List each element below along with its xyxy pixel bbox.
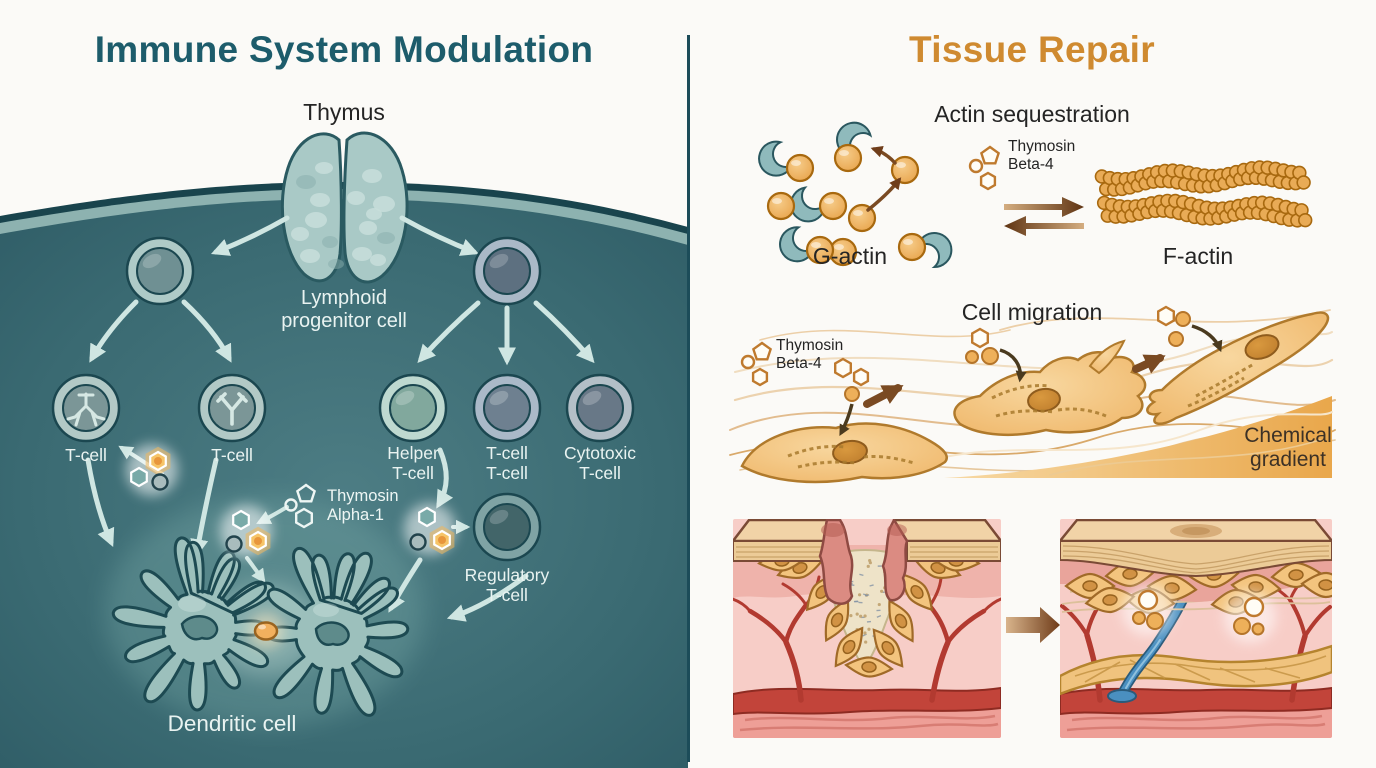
- dendritic-cell-label: Dendritic cell: [167, 711, 297, 736]
- actin-sequestration-heading: Actin sequestration: [934, 101, 1130, 127]
- t-cell-1-label: T-cell: [65, 445, 107, 465]
- immune-illustration: [0, 131, 688, 768]
- progenitor-label: Lymphoid progenitor cell: [281, 287, 407, 332]
- fibroblast-cell: [1300, 571, 1332, 599]
- thymus-label: Thymus: [303, 99, 385, 125]
- f-actin-filaments: [1094, 160, 1313, 228]
- healed-epidermis: [1060, 519, 1332, 578]
- molecule-cluster: [220, 505, 272, 557]
- molecule-cluster: [404, 503, 456, 555]
- thymus-illustration: [280, 131, 409, 284]
- regulatory-t-cell: [472, 492, 542, 562]
- cell-migration-heading: Cell migration: [961, 299, 1103, 325]
- molecule-cluster: [740, 341, 773, 387]
- regulatory-t-cell-label: Regulatory T-cell: [464, 565, 550, 605]
- lymphoid-progenitor-cell-left: [125, 236, 195, 306]
- thymosin-beta4-label-1: Thymosin Beta-4: [1008, 138, 1076, 173]
- fibroblast-cell: [900, 572, 934, 612]
- g-actin-monomer: [766, 191, 796, 221]
- thymosin-beta4-label-2: Thymosin Beta-4: [776, 337, 844, 372]
- migrating-cell-2: [953, 339, 1147, 437]
- molecule-cluster: [284, 483, 317, 529]
- t-cell-1: [51, 373, 121, 443]
- cytotoxic-t-cell: [565, 373, 635, 443]
- dendritic-cell-right: [266, 546, 410, 717]
- molecule-cluster: [1122, 584, 1174, 636]
- g-actin-monomer: [818, 191, 848, 221]
- cytotoxic-t-cell-label: Cytotoxic T-cell: [564, 443, 636, 483]
- actin-stipple: [991, 384, 1107, 418]
- muscle-texture: [1066, 714, 1326, 732]
- panel-divider: [687, 35, 690, 762]
- healing-progress-arrow: [1006, 607, 1060, 643]
- g-actin-monomer: [890, 155, 920, 185]
- fibroblast-cell: [834, 626, 864, 668]
- wound-panel-before: [733, 519, 1001, 738]
- muscle-texture: [739, 714, 999, 732]
- fibroblast-cell: [872, 628, 904, 668]
- antigen-molecule: [248, 613, 284, 649]
- uptake-arrows: [839, 324, 1223, 436]
- t-cell-receptor-icon: [66, 392, 106, 427]
- migration-arrows: [863, 354, 1166, 408]
- f-actin-label: F-actin: [1162, 243, 1234, 269]
- actin-stipple: [1187, 362, 1255, 408]
- molecule-cluster: [1156, 305, 1191, 347]
- matrix-fibers-over: [899, 411, 1333, 476]
- molecule-cluster: [968, 145, 1001, 191]
- dendritic-cell-left: [111, 536, 275, 712]
- g-actin-cluster: [758, 121, 953, 268]
- sequestering-protein: [758, 140, 794, 177]
- sequestering-protein: [916, 231, 953, 268]
- g-actin-monomer: [785, 153, 815, 183]
- lymphoid-progenitor-cell-right: [472, 236, 542, 306]
- wound-panel-after: [1060, 519, 1332, 738]
- actin-stipple: [787, 444, 915, 469]
- migrating-cell-1: [740, 422, 948, 484]
- epidermis-left-block: [733, 519, 854, 605]
- thymosin-beta4-molecules: [740, 145, 1276, 643]
- tissue-illustration: [729, 121, 1336, 738]
- immune-panel-title: Immune System Modulation: [94, 29, 594, 70]
- t-cell-2-label: T-cell: [211, 445, 253, 465]
- thymus-lobules: [291, 162, 395, 269]
- t-cell-t-cell-label: T-cell T-cell: [486, 443, 528, 483]
- molecule-cluster: [1224, 591, 1276, 643]
- t-cell-t-cell: [472, 373, 542, 443]
- helper-t-cell-label: Helper T-cell: [387, 443, 439, 483]
- fibroblast-cell: [844, 656, 894, 678]
- fibroblast-cell: [888, 599, 914, 643]
- tissue-panel-title: Tissue Repair: [909, 29, 1155, 70]
- f-actin-bead: [1298, 212, 1313, 228]
- f-actin-bead: [1296, 175, 1311, 190]
- sequestering-protein: [779, 226, 816, 263]
- thymosin-alpha1-label: Thymosin Alpha-1: [327, 487, 399, 524]
- chemical-gradient-label: Chemical gradient: [1244, 424, 1332, 471]
- g-actin-monomer: [833, 143, 863, 173]
- migrating-cell-3: [1146, 311, 1330, 426]
- thymosin-alpha1-molecules: [126, 444, 456, 557]
- molecule-cluster: [965, 327, 999, 365]
- chemical-gradient-wedge: [944, 396, 1332, 478]
- polymerization-arrows: [866, 145, 902, 212]
- molecule-cluster: [834, 357, 870, 402]
- g-actin-label: G-actin: [812, 243, 888, 269]
- helper-t-cell: [378, 373, 448, 443]
- antibody-icon: [216, 392, 248, 426]
- equilibrium-arrows: [1004, 197, 1084, 236]
- fibroblast-cell: [824, 597, 850, 643]
- molecule-cluster: [126, 444, 178, 496]
- t-cell-2: [197, 373, 267, 443]
- epidermis-right-block: [881, 519, 1001, 602]
